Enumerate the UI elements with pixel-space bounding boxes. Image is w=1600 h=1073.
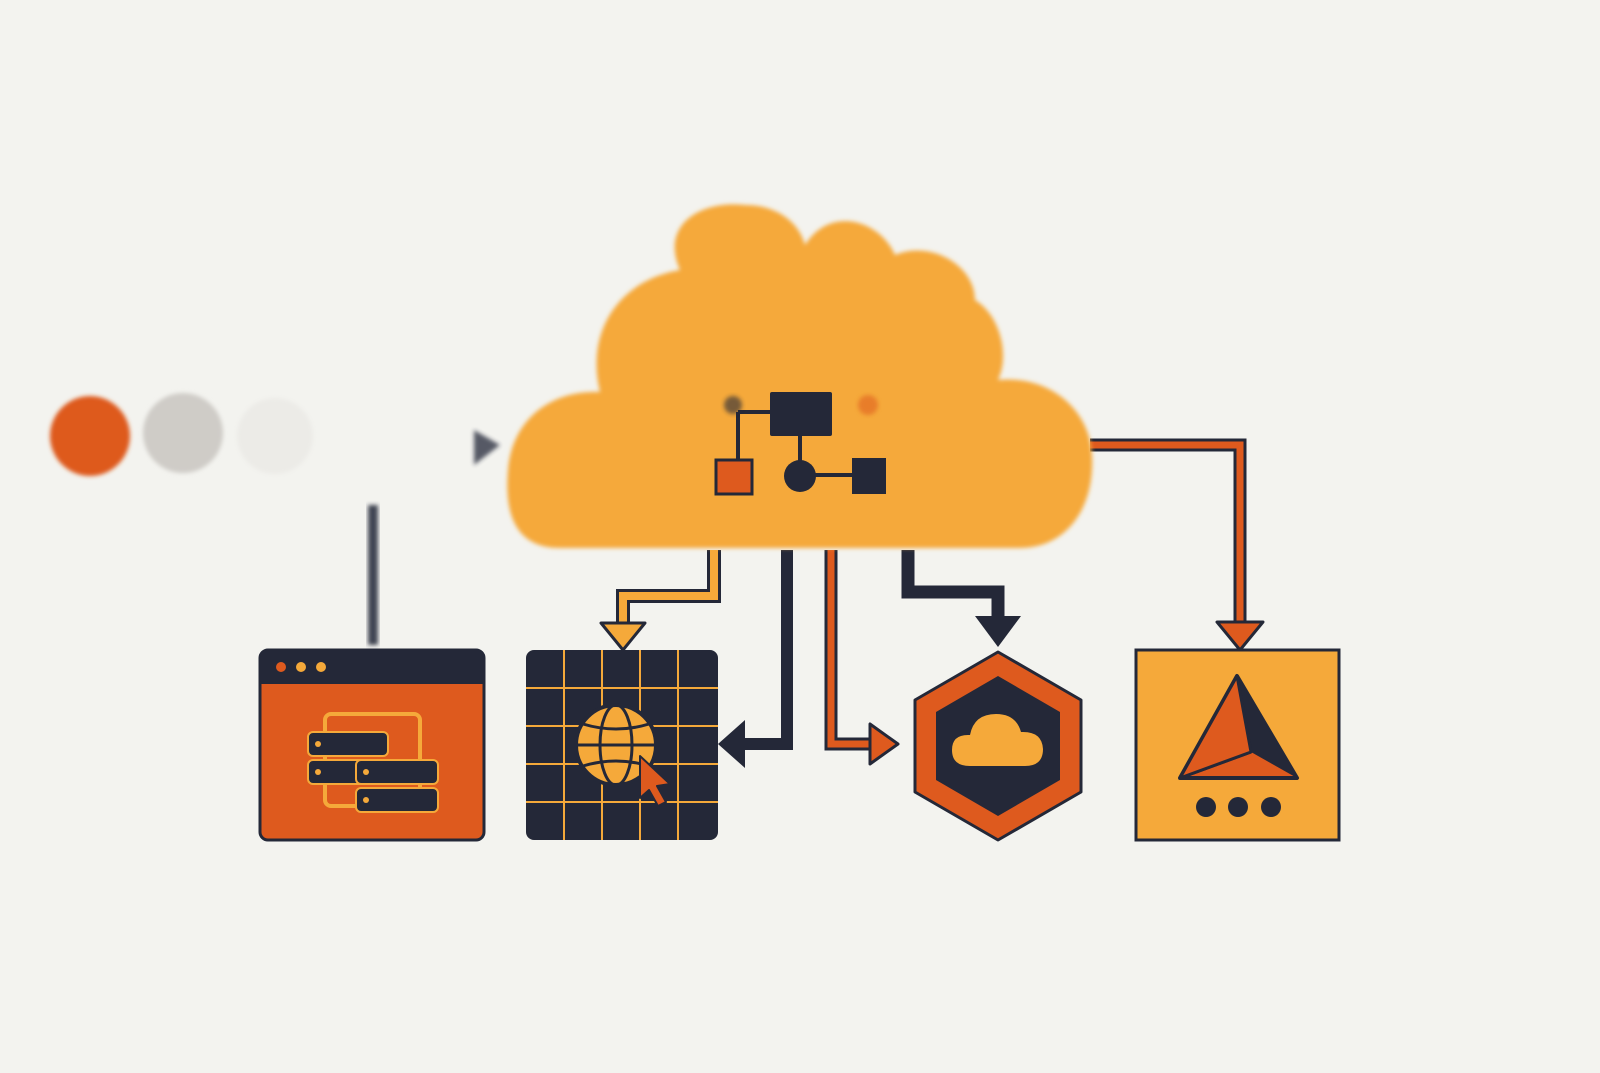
connector-orange-pyramid: [1090, 438, 1265, 652]
pyramid-icon: [1178, 674, 1299, 780]
connector-amber-web: [599, 550, 721, 652]
node-pyramid-box: [1134, 648, 1341, 842]
color-palette: [50, 393, 313, 476]
node-server-window: [258, 648, 486, 842]
window-dot-3: [316, 662, 326, 672]
connectors: [599, 438, 1265, 768]
node-cloud-hexagon: [913, 650, 1083, 842]
cloud-network-icon: [714, 392, 886, 496]
left-connector: [368, 430, 500, 645]
node-web-grid: [526, 650, 718, 840]
server-stack-icon: [307, 712, 439, 813]
globe-cursor-icon: [574, 703, 671, 807]
connector-navy-hex: [901, 550, 1021, 647]
left-arrowhead: [474, 430, 500, 465]
swatch-gray: [143, 393, 223, 473]
cursor-icon: [639, 755, 671, 807]
connector-orange-hex: [824, 550, 900, 766]
connector-navy-web: [718, 550, 793, 768]
cloud-icon: [952, 714, 1043, 766]
swatch-light: [237, 398, 313, 474]
more-dots-icon: [1196, 797, 1281, 817]
window-dot-1: [276, 662, 286, 672]
window-dot-2: [296, 662, 306, 672]
cloud-hub: [507, 204, 1093, 548]
swatch-orange: [50, 396, 130, 476]
cloud-shape: [507, 204, 1093, 548]
